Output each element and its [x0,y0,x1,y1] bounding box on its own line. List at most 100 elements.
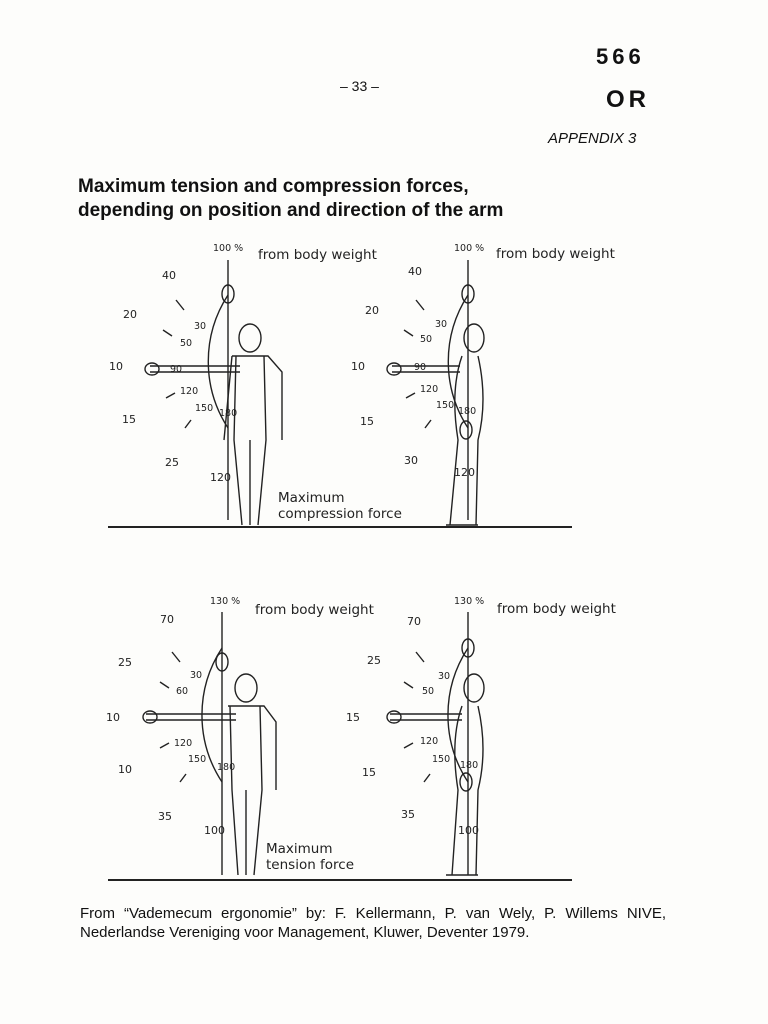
angle-value: 120 [180,386,198,397]
top-percent: 130 % [454,596,484,607]
title-line-2: depending on position and direction of t… [78,200,504,221]
person-side-figure [446,323,485,526]
hand-icon [386,710,402,724]
top-label: from body weight [258,247,377,263]
force-value: 15 [122,413,136,426]
top-percent: 100 % [213,243,243,254]
top-percent: 130 % [210,596,240,607]
tension-front-panel: 130 % from body weight 70 25 10 10 35 10… [106,596,374,876]
force-tick [423,773,431,783]
force-value: 120 [454,466,475,479]
angle-value: 150 [436,400,454,411]
compression-side-panel: 100 % from body weight 40 20 10 15 30 12… [351,243,615,526]
force-tick [424,419,432,429]
angle-value: 180 [217,762,235,773]
force-tick [159,681,170,689]
hand-icon [144,362,160,376]
angle-value: 50 [180,338,192,349]
angle-value: 50 [422,686,434,697]
compression-front-panel: 100 % from body weight 40 20 10 15 25 12… [109,243,377,526]
force-tick [403,742,414,749]
top-label: from body weight [497,601,616,617]
force-tick [171,651,181,663]
hand-icon [142,710,158,724]
hand-icon [461,638,475,658]
force-value: 100 [458,824,479,837]
force-value: 15 [360,415,374,428]
force-tick [415,651,425,663]
angle-value: 90 [414,362,426,373]
person-front-figure [228,673,277,876]
top-percent: 100 % [454,243,484,254]
force-value: 30 [404,454,418,467]
angle-value: 30 [194,321,206,332]
tension-side-panel: 130 % from body weight 70 25 15 15 35 10… [346,596,616,876]
angle-value: 180 [458,406,476,417]
protractor-arc [201,647,223,783]
force-value: 25 [118,656,132,669]
angle-value: 180 [460,760,478,771]
force-tick [165,392,176,399]
source-citation: From “Vademecum ergonomie” by: F. Keller… [80,905,666,941]
force-value: 35 [401,808,415,821]
force-tick [159,742,170,749]
force-tick [415,299,425,311]
hand-icon [461,284,475,304]
tension-caption-line1: Maximum [266,841,333,857]
top-label: from body weight [255,602,374,618]
force-value: 40 [162,269,176,282]
angle-value: 180 [219,408,237,419]
compression-caption-line2: compression force [278,506,402,522]
angle-value: 150 [432,754,450,765]
force-value: 35 [158,810,172,823]
angle-value: 150 [188,754,206,765]
hand-icon [221,284,235,304]
top-label: from body weight [496,246,615,262]
force-value: 120 [210,471,231,484]
title-line-1: Maximum tension and compression forces, [78,176,469,197]
force-value: 100 [204,824,225,837]
force-value: 10 [109,360,123,373]
force-value: 70 [407,615,421,628]
angle-value: 30 [190,670,202,681]
page-title: Maximum tension and compression forces, … [78,175,678,223]
force-value: 15 [362,766,376,779]
force-tick [403,681,414,689]
document-number: 566 [596,44,645,69]
force-value: 70 [160,613,174,626]
person-front-figure [223,323,283,526]
force-value: 40 [408,265,422,278]
force-tick [403,329,414,337]
force-value: 25 [367,654,381,667]
force-tick [184,419,192,429]
angle-value: 60 [176,686,188,697]
appendix-label: APPENDIX 3 [548,130,637,147]
force-value: 20 [123,308,137,321]
force-tick [162,329,173,337]
angle-value: 120 [174,738,192,749]
force-value: 10 [351,360,365,373]
force-value: 15 [346,711,360,724]
hand-icon [459,772,473,792]
compression-caption-line1: Maximum [278,490,345,506]
angle-value: 30 [435,319,447,330]
force-tick [175,299,185,311]
force-tick [179,773,187,783]
angle-value: 90 [170,364,182,375]
hand-icon [386,362,402,376]
hand-icon [215,652,229,672]
protractor-arc [447,647,469,783]
person-side-figure [446,673,485,876]
force-tick [405,392,416,399]
angle-value: 120 [420,384,438,395]
or-mark: OR [606,86,650,113]
angle-value: 30 [438,671,450,682]
protractor-arc [447,294,469,429]
angle-value: 150 [195,403,213,414]
force-value: 20 [365,304,379,317]
force-value: 25 [165,456,179,469]
angle-value: 120 [420,736,438,747]
page-number: – 33 – [340,78,379,94]
tension-caption-line2: tension force [266,857,354,873]
